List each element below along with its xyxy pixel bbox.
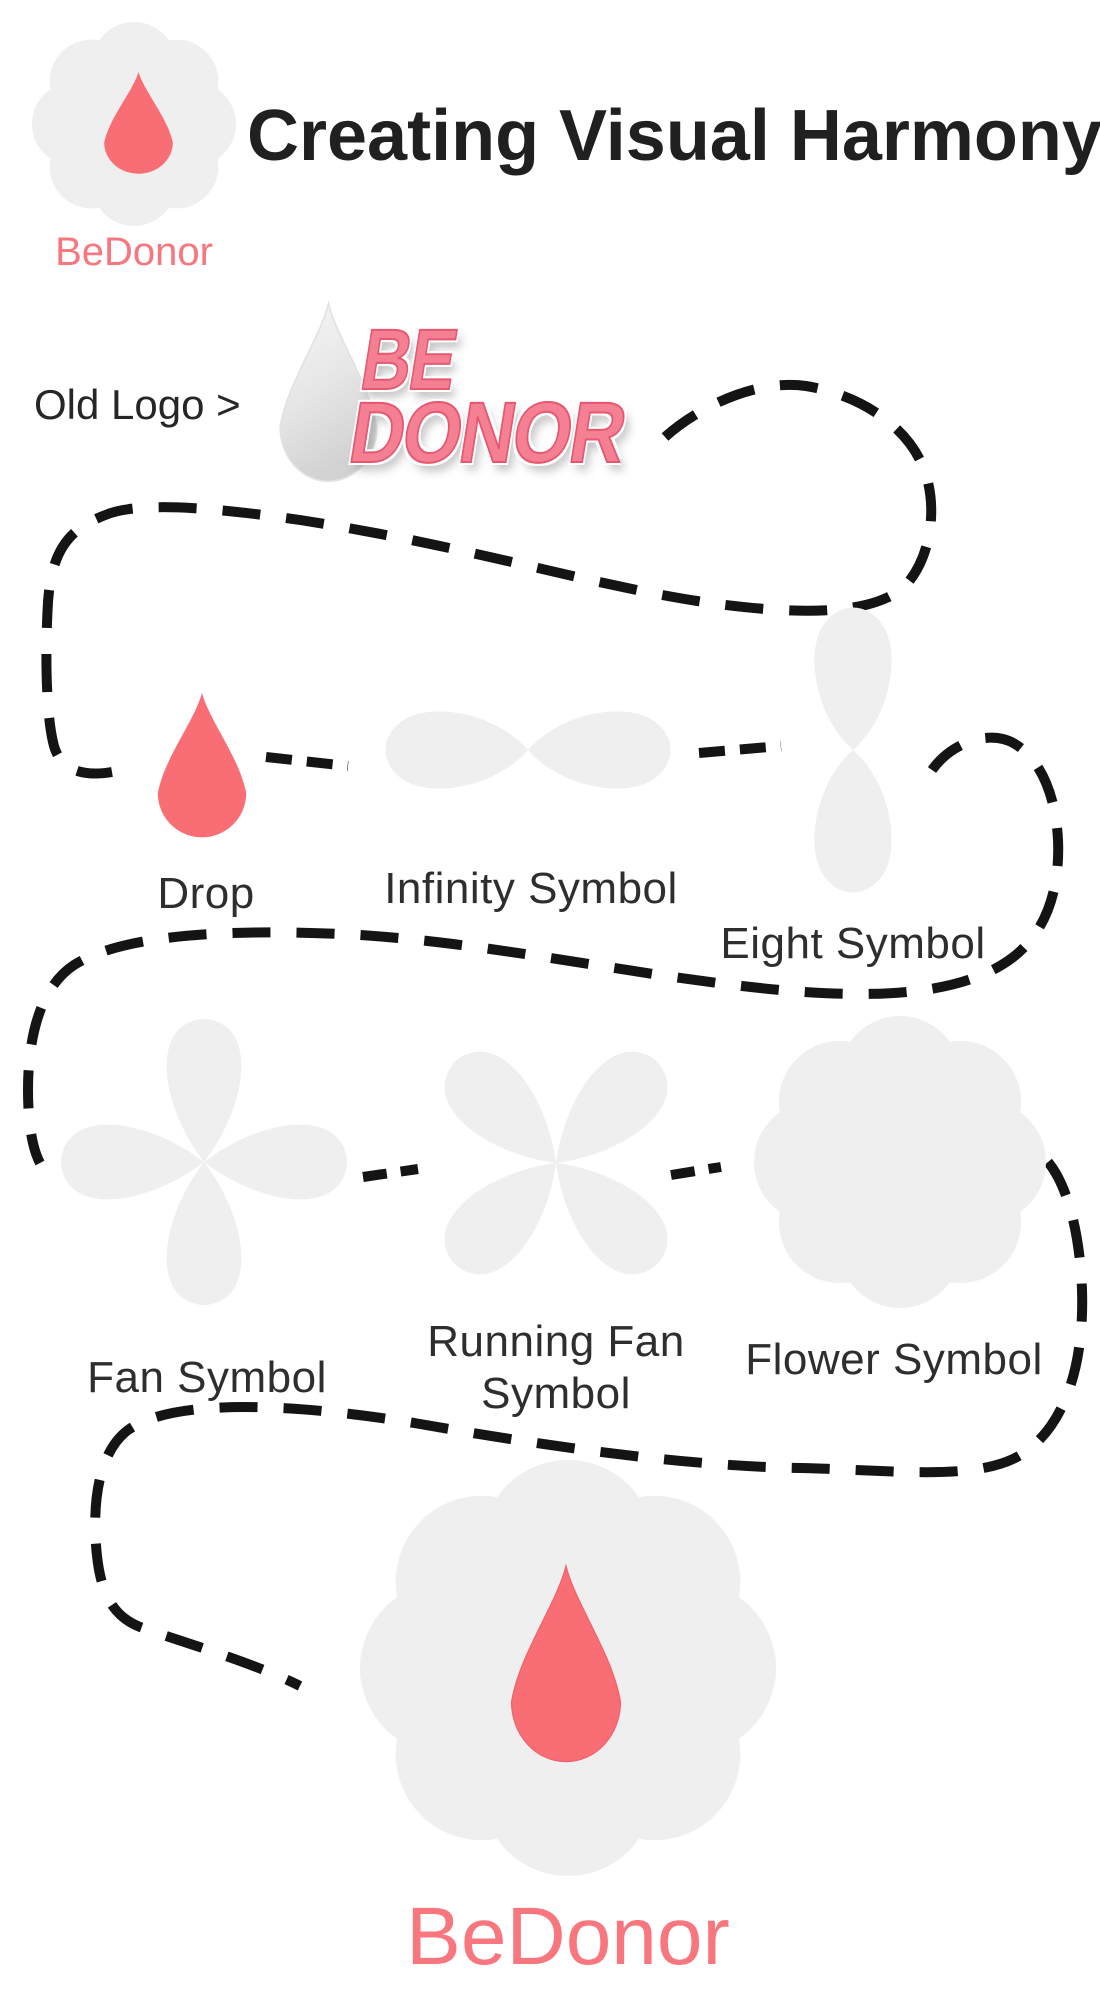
step-label-running-fan: Running Fan Symbol bbox=[427, 1317, 685, 1418]
brand-caption-top: BeDonor bbox=[55, 230, 213, 274]
step-drop-shape bbox=[157, 692, 247, 838]
step-eight-shape bbox=[814, 607, 892, 893]
step-flower-shape bbox=[754, 1016, 1046, 1308]
brand-drop-icon bbox=[104, 71, 173, 174]
step-label-drop: Drop bbox=[157, 869, 255, 918]
final-brand-caption: BeDonor bbox=[406, 1891, 730, 1982]
dashed-connector-drop-infinity bbox=[265, 752, 349, 771]
step-running-fan-shape bbox=[444, 1051, 668, 1275]
step-label-infinity: Infinity Symbol bbox=[384, 864, 678, 913]
dashed-connector-runningfan-flower bbox=[670, 1162, 722, 1180]
dashed-connector-infinity-eight bbox=[698, 741, 782, 758]
old-logo-label: Old Logo > bbox=[34, 381, 241, 428]
step-infinity-shape bbox=[385, 711, 671, 789]
dashed-connector-fan-runningfan bbox=[362, 1164, 419, 1182]
page-title: Creating Visual Harmony bbox=[247, 96, 1100, 176]
step-fan-shape bbox=[61, 1019, 347, 1305]
dashed-curve-flower-to-final bbox=[90, 1158, 1088, 1691]
old-logo-drop-icon bbox=[279, 300, 378, 483]
step-label-eight: Eight Symbol bbox=[720, 919, 986, 968]
old-logo-wordmark-line2: DONOR bbox=[342, 384, 632, 482]
step-label-flower: Flower Symbol bbox=[745, 1335, 1043, 1384]
dashed-curve-oldlogo-to-drop bbox=[41, 379, 937, 779]
dashed-curve-eight-to-fan bbox=[22, 732, 1064, 1166]
old-logo-wordmark: BE DONOR bbox=[342, 311, 678, 482]
final-drop-icon bbox=[510, 1563, 622, 1763]
step-label-fan: Fan Symbol bbox=[87, 1353, 327, 1402]
